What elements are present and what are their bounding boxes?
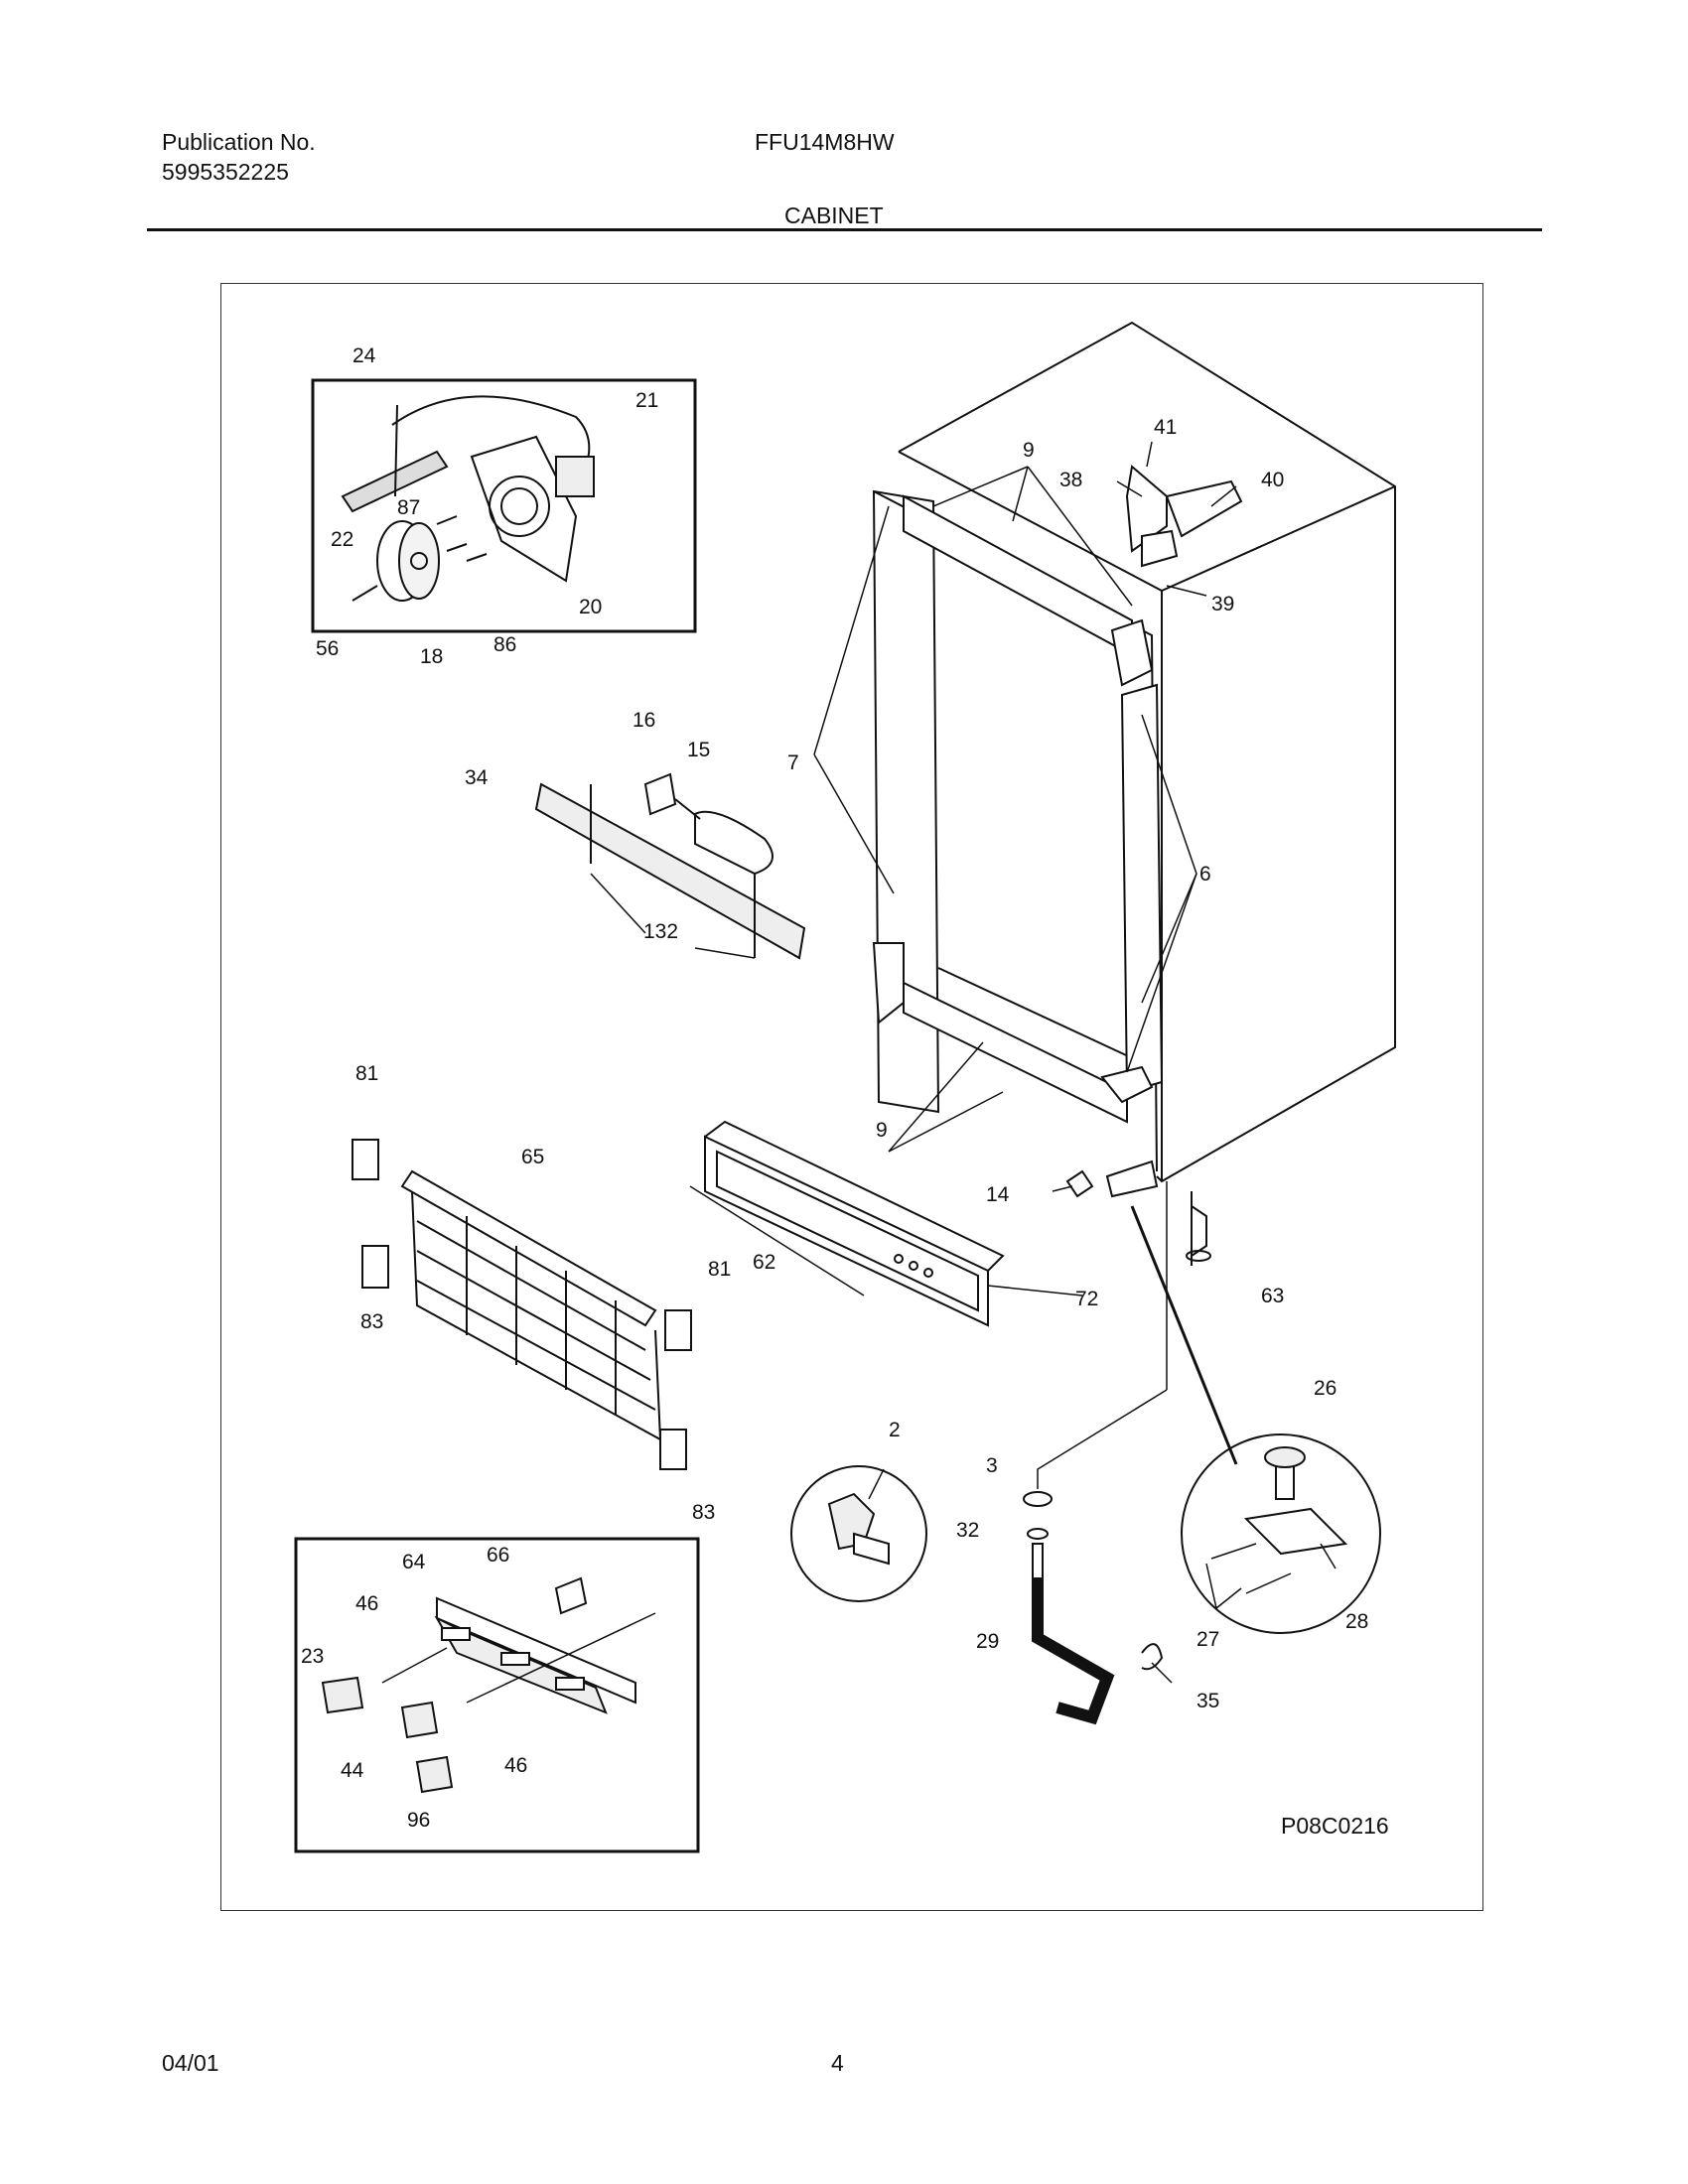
callout-65: 65: [521, 1146, 544, 1168]
callout-38: 38: [1059, 469, 1082, 491]
callout-34: 34: [465, 766, 489, 789]
heater-bar-assembly: [534, 772, 806, 960]
publication-label: Publication No.: [162, 129, 316, 155]
callout-72: 72: [1075, 1288, 1098, 1310]
callout-83-bottom: 83: [692, 1501, 715, 1524]
callout-16: 16: [633, 709, 655, 732]
toe-grille-frame: [689, 1120, 1083, 1327]
callout-96: 96: [407, 1809, 430, 1832]
header-rule: [147, 228, 1542, 231]
callout-132: 132: [643, 920, 678, 943]
callout-21: 21: [635, 389, 658, 412]
callout-62: 62: [753, 1251, 775, 1274]
drawing-code: P08C0216: [1281, 1813, 1389, 1839]
callout-23: 23: [301, 1645, 324, 1668]
callouts: 24 21 22 87 20 56 18 86 16 15 34 132 41 …: [301, 344, 1389, 1839]
callout-81-top: 81: [355, 1062, 378, 1085]
callout-40: 40: [1261, 469, 1284, 491]
drain-fitting-detail: [790, 1465, 927, 1602]
bottom-hinge-parts: [1037, 1160, 1238, 1489]
callout-56: 56: [316, 637, 339, 660]
model-number: FFU14M8HW: [755, 129, 895, 155]
publication-number: 5995352225: [162, 159, 289, 185]
callout-28: 28: [1345, 1610, 1368, 1633]
page-number: 4: [831, 2050, 844, 2076]
callout-3: 3: [986, 1454, 998, 1477]
control-panel-inset: [294, 1537, 700, 1853]
section-title: CABINET: [784, 203, 884, 228]
callout-41: 41: [1154, 416, 1177, 439]
drain-hose-parts: [1023, 1491, 1173, 1725]
callout-15: 15: [687, 739, 710, 761]
callout-9-bottom: 9: [876, 1119, 888, 1142]
callout-87: 87: [397, 496, 420, 519]
callout-63: 63: [1261, 1285, 1284, 1307]
callout-9-top: 9: [1023, 439, 1035, 462]
callout-26: 26: [1314, 1377, 1336, 1400]
callout-64: 64: [402, 1551, 426, 1573]
callout-6: 6: [1199, 863, 1211, 886]
kickplate-assembly: [352, 1139, 692, 1470]
callout-66: 66: [487, 1544, 509, 1567]
callout-27: 27: [1196, 1628, 1219, 1651]
callout-22: 22: [331, 528, 353, 551]
cabinet-leaders: [813, 441, 1237, 1153]
callout-39: 39: [1211, 593, 1234, 615]
footer-date: 04/01: [162, 2050, 219, 2076]
callout-46-bottom: 46: [504, 1754, 527, 1777]
callout-2: 2: [889, 1419, 901, 1441]
callout-32: 32: [956, 1519, 979, 1542]
callout-86: 86: [493, 633, 516, 656]
callout-7: 7: [787, 751, 799, 774]
diagram-frame: [220, 283, 1483, 1911]
cabinet-body: [872, 321, 1396, 1266]
callout-44: 44: [341, 1759, 364, 1782]
callout-20: 20: [579, 596, 602, 618]
callout-81-right: 81: [708, 1258, 731, 1281]
fan-assembly-inset: [311, 378, 697, 633]
callout-46-top: 46: [355, 1592, 378, 1615]
callout-14: 14: [986, 1183, 1010, 1206]
callout-24: 24: [352, 344, 376, 367]
callout-35: 35: [1196, 1690, 1219, 1712]
hinge-detail: [1181, 1433, 1381, 1634]
callout-18: 18: [420, 645, 443, 668]
callout-83-left: 83: [360, 1310, 383, 1333]
callout-29: 29: [976, 1630, 999, 1653]
